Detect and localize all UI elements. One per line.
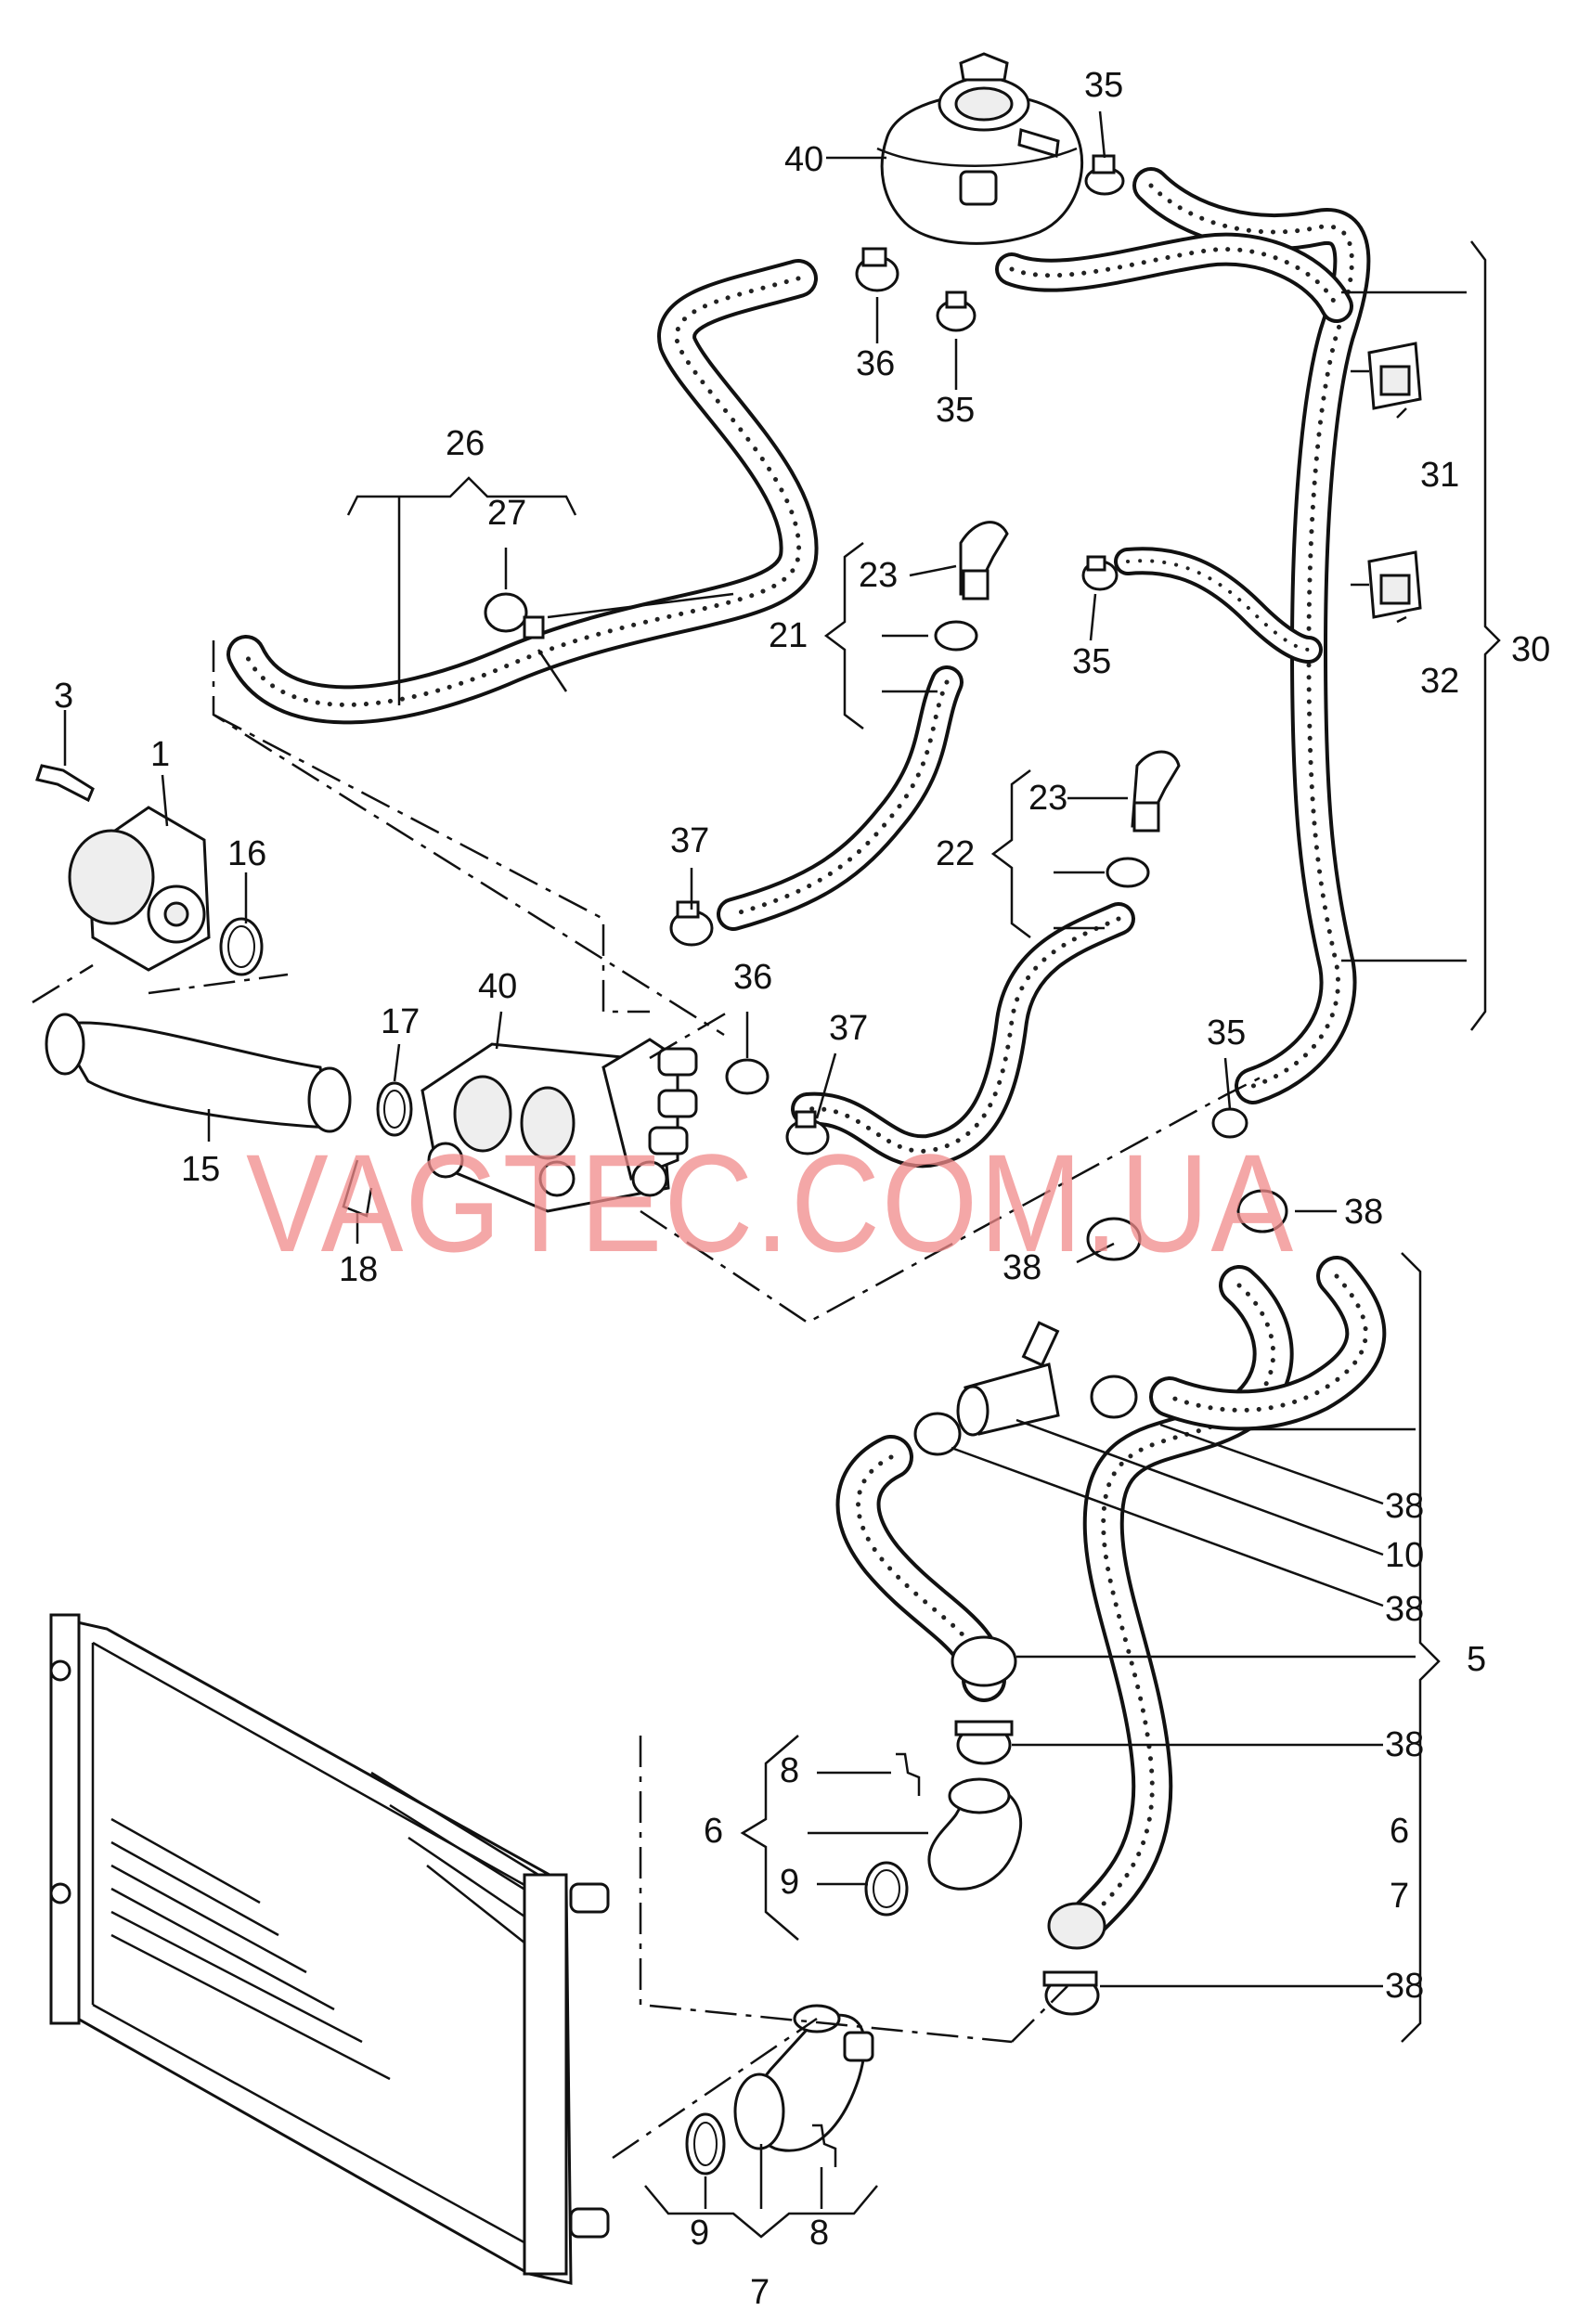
seal-ring-9-b bbox=[685, 2112, 726, 2176]
callout-37-b: 37 bbox=[829, 1009, 868, 1048]
callout-1: 1 bbox=[150, 735, 170, 774]
callout-27: 27 bbox=[487, 494, 526, 533]
callout-7-b: 7 bbox=[750, 2273, 770, 2312]
pipe-6 bbox=[927, 1777, 1023, 1891]
callout-35-low: 35 bbox=[1207, 1014, 1246, 1052]
callout-5: 5 bbox=[1467, 1640, 1486, 1679]
callout-38-d: 38 bbox=[1385, 1590, 1424, 1629]
callout-35-mid: 35 bbox=[1072, 642, 1111, 681]
hose-30-upper bbox=[1132, 167, 1371, 1104]
callout-38-f: 38 bbox=[1385, 1967, 1424, 2006]
seal-ring-17 bbox=[376, 1081, 413, 1137]
callout-22: 22 bbox=[936, 834, 975, 873]
hose-22 bbox=[791, 902, 1135, 1168]
pipe-7 bbox=[733, 2004, 874, 2152]
callout-35-top-mid: 35 bbox=[936, 391, 975, 430]
clamp-35-mid-top bbox=[936, 290, 977, 332]
callout-31: 31 bbox=[1420, 456, 1459, 495]
clamp-36-top bbox=[855, 247, 899, 292]
callout-38-e: 38 bbox=[1385, 1725, 1424, 1764]
clip-18 bbox=[342, 1159, 373, 1218]
callout-3: 3 bbox=[54, 677, 73, 716]
callout-8-a: 8 bbox=[780, 1751, 799, 1790]
seal-ring-9-a bbox=[864, 1861, 909, 1917]
radiator bbox=[49, 1613, 610, 2285]
callout-32: 32 bbox=[1420, 662, 1459, 701]
callout-38-b: 38 bbox=[1002, 1248, 1041, 1287]
seal-ring-16 bbox=[219, 917, 264, 976]
clamp-37-a bbox=[669, 900, 714, 947]
clamp-38-f bbox=[1042, 1970, 1100, 2016]
hose-end-5 bbox=[951, 1635, 1106, 1950]
callout-40-tank: 40 bbox=[784, 140, 823, 179]
clamp-38-e bbox=[954, 1720, 1014, 1765]
clamp-22 bbox=[1106, 857, 1150, 888]
callout-26: 26 bbox=[446, 424, 485, 463]
pipe-15 bbox=[45, 1013, 352, 1133]
callout-23-b: 23 bbox=[1028, 779, 1067, 818]
clamp-35-mid bbox=[1081, 555, 1119, 591]
callout-9-a: 9 bbox=[780, 1863, 799, 1902]
callout-38-a: 38 bbox=[1344, 1193, 1383, 1232]
callout-7-a: 7 bbox=[1390, 1877, 1409, 1916]
clamp-38-a bbox=[1236, 1189, 1288, 1233]
callout-21: 21 bbox=[769, 616, 808, 655]
hose-group bbox=[226, 167, 1387, 1946]
callout-15: 15 bbox=[181, 1150, 220, 1189]
elbow-23-a bbox=[959, 521, 1009, 600]
clip-8-b bbox=[812, 2124, 837, 2167]
connector-10 bbox=[956, 1321, 1060, 1437]
hose-21 bbox=[717, 665, 964, 931]
callout-30: 30 bbox=[1511, 630, 1550, 669]
water-pump bbox=[68, 806, 211, 972]
hose-26 bbox=[226, 259, 819, 725]
leader-lines bbox=[32, 110, 1501, 2239]
clamp-21 bbox=[934, 620, 978, 652]
clamp-38-d bbox=[913, 1412, 962, 1456]
callout-40-housing: 40 bbox=[478, 967, 517, 1006]
callout-10: 10 bbox=[1385, 1536, 1424, 1575]
callout-37-a: 37 bbox=[670, 821, 709, 860]
sensor-31 bbox=[1367, 342, 1422, 410]
clamp-36-mid bbox=[725, 1058, 770, 1095]
callout-17: 17 bbox=[381, 1002, 420, 1041]
clip-8-a bbox=[896, 1752, 921, 1796]
callout-16: 16 bbox=[227, 834, 266, 873]
callout-18: 18 bbox=[339, 1250, 378, 1289]
clamp-27 bbox=[484, 592, 545, 639]
clamp-37-b bbox=[785, 1110, 830, 1156]
hose-tank-outlet bbox=[995, 232, 1353, 323]
callout-8-b: 8 bbox=[809, 2214, 829, 2253]
callout-36-mid: 36 bbox=[733, 958, 772, 997]
callout-6-b: 6 bbox=[1390, 1812, 1409, 1851]
watermark-text: VAGTEC.COM.UA bbox=[246, 1125, 1295, 1281]
expansion-tank bbox=[876, 52, 1083, 245]
sensor-32 bbox=[1367, 550, 1422, 619]
clamp-38-c bbox=[1090, 1375, 1138, 1419]
hose-5-a bbox=[1061, 1265, 1294, 1946]
callout-9-b: 9 bbox=[690, 2214, 709, 2253]
callout-labels: 40 35 36 35 26 27 23 21 35 31 32 30 23 2… bbox=[54, 66, 1550, 2312]
clamp-35-top bbox=[1084, 154, 1125, 196]
elbow-23-b bbox=[1131, 750, 1181, 833]
hose-5-b bbox=[1149, 1256, 1387, 1431]
callout-6-a: 6 bbox=[704, 1812, 723, 1851]
thermostat-housing bbox=[420, 1038, 698, 1213]
callout-35-top: 35 bbox=[1084, 66, 1123, 105]
bolt-3 bbox=[35, 764, 95, 803]
callout-36-top: 36 bbox=[856, 344, 895, 383]
callout-38-c: 38 bbox=[1385, 1487, 1424, 1526]
hose-35-mid bbox=[1114, 547, 1323, 664]
callout-23-a: 23 bbox=[859, 556, 898, 595]
